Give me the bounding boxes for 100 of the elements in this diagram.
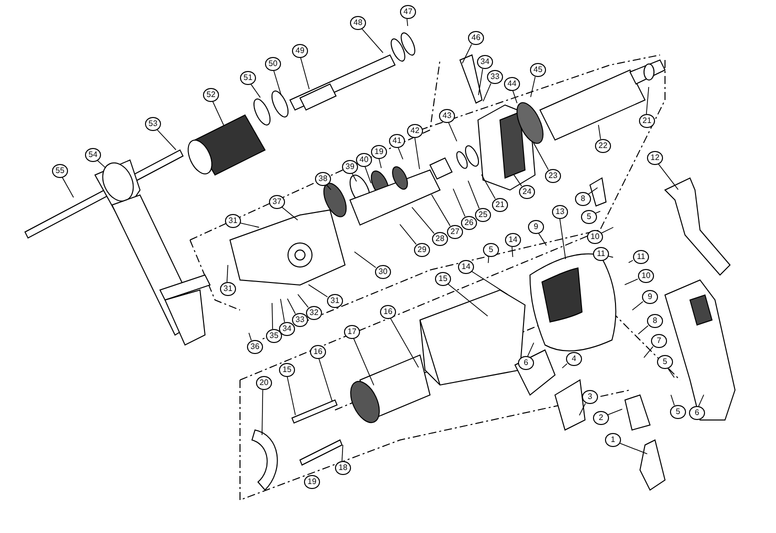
- leader-line: [698, 394, 704, 407]
- callout-number: 38: [315, 172, 331, 186]
- callout-number: 18: [335, 461, 351, 475]
- leader-line: [354, 251, 376, 268]
- leader-line: [527, 342, 534, 357]
- callout-number: 24: [519, 185, 535, 199]
- callout-number: 50: [265, 57, 281, 71]
- leader-line: [300, 57, 310, 90]
- leader-line: [308, 284, 328, 298]
- callout-number: 19: [304, 475, 320, 489]
- leader-line: [281, 206, 298, 220]
- leader-line: [538, 232, 547, 246]
- callout-number: 15: [435, 272, 451, 286]
- leader-line: [400, 224, 417, 245]
- callout-number: 25: [475, 208, 491, 222]
- callout-number: 5: [483, 243, 499, 257]
- leader-line: [364, 166, 372, 184]
- callout-number: 54: [85, 148, 101, 162]
- callout-number: 22: [595, 139, 611, 153]
- callout-number: 16: [380, 305, 396, 319]
- callout-number: 36: [247, 340, 263, 354]
- leader-line: [318, 358, 332, 402]
- callout-number: 34: [279, 322, 295, 336]
- leader-line: [447, 283, 488, 316]
- callout-number: 45: [530, 63, 546, 77]
- callout-number: 14: [458, 260, 474, 274]
- leader-line: [361, 28, 384, 54]
- leader-line: [248, 332, 252, 341]
- callout-number: 10: [587, 230, 603, 244]
- leader-line: [390, 318, 419, 368]
- callout-number: 19: [371, 145, 387, 159]
- callout-number: 42: [407, 124, 423, 138]
- leader-line: [452, 188, 466, 217]
- callout-number: 9: [528, 220, 544, 234]
- leader-line: [533, 142, 549, 170]
- callout-number: 49: [292, 44, 308, 58]
- callout-number: 23: [545, 169, 561, 183]
- leader-line: [406, 18, 408, 26]
- callout-number: 5: [657, 355, 673, 369]
- leader-line: [62, 176, 74, 198]
- leader-line: [378, 158, 382, 168]
- leader-line: [471, 270, 508, 295]
- callout-number: 11: [633, 250, 649, 264]
- callout-number: 31: [225, 214, 241, 228]
- callout-number: 9: [642, 290, 658, 304]
- leader-line: [658, 163, 679, 190]
- callout-number: 4: [566, 352, 582, 366]
- callout-number: 11: [593, 247, 609, 261]
- callout-number: 2: [593, 411, 609, 425]
- leader-line: [412, 206, 434, 234]
- callout-number: 8: [647, 314, 663, 328]
- leader-line: [512, 246, 514, 258]
- callout-number: 39: [342, 160, 358, 174]
- leader-line: [156, 129, 176, 150]
- leader-line: [512, 90, 518, 104]
- callout-number: 14: [505, 233, 521, 247]
- leader-line: [646, 86, 650, 114]
- callout-number: 28: [432, 232, 448, 246]
- leader-line: [488, 256, 490, 264]
- callout-number: 48: [350, 16, 366, 30]
- leader-line: [513, 174, 522, 187]
- callout-number: 12: [647, 151, 663, 165]
- leader-line: [624, 278, 638, 286]
- callout-number: 33: [292, 313, 308, 327]
- leader-line: [342, 444, 344, 462]
- callout-number: 44: [504, 77, 520, 91]
- callout-number: 1: [605, 433, 621, 447]
- callout-number: 31: [220, 282, 236, 296]
- callout-number: 26: [461, 216, 477, 230]
- callout-number: 8: [575, 192, 591, 206]
- leader-line: [273, 70, 282, 96]
- leader-line: [239, 222, 260, 228]
- leader-line: [326, 184, 332, 190]
- callout-number: 30: [375, 265, 391, 279]
- leader-line: [212, 101, 224, 126]
- leader-line: [588, 187, 598, 195]
- leader-line: [462, 44, 472, 64]
- callout-number: 34: [477, 55, 493, 69]
- leader-line: [628, 260, 634, 263]
- callout-number: 35: [266, 329, 282, 343]
- callout-number: 52: [203, 88, 219, 102]
- leader-line: [398, 147, 404, 160]
- leader-line: [96, 160, 106, 168]
- callout-number: 46: [468, 31, 484, 45]
- leader-line: [468, 180, 480, 209]
- leader-line: [667, 368, 675, 378]
- callout-number: 6: [689, 406, 705, 420]
- leader-line: [250, 84, 261, 98]
- callout-number: 21: [492, 198, 508, 212]
- callout-number: 7: [651, 334, 667, 348]
- leader-line: [618, 442, 648, 454]
- leader-line: [448, 122, 458, 142]
- callout-number: 43: [439, 109, 455, 123]
- leader-line: [600, 226, 614, 234]
- leader-line: [578, 402, 586, 416]
- leader-line: [644, 346, 654, 358]
- callout-number: 21: [639, 114, 655, 128]
- leader-line: [287, 298, 296, 314]
- leader-line: [530, 76, 536, 98]
- leader-line: [670, 394, 675, 406]
